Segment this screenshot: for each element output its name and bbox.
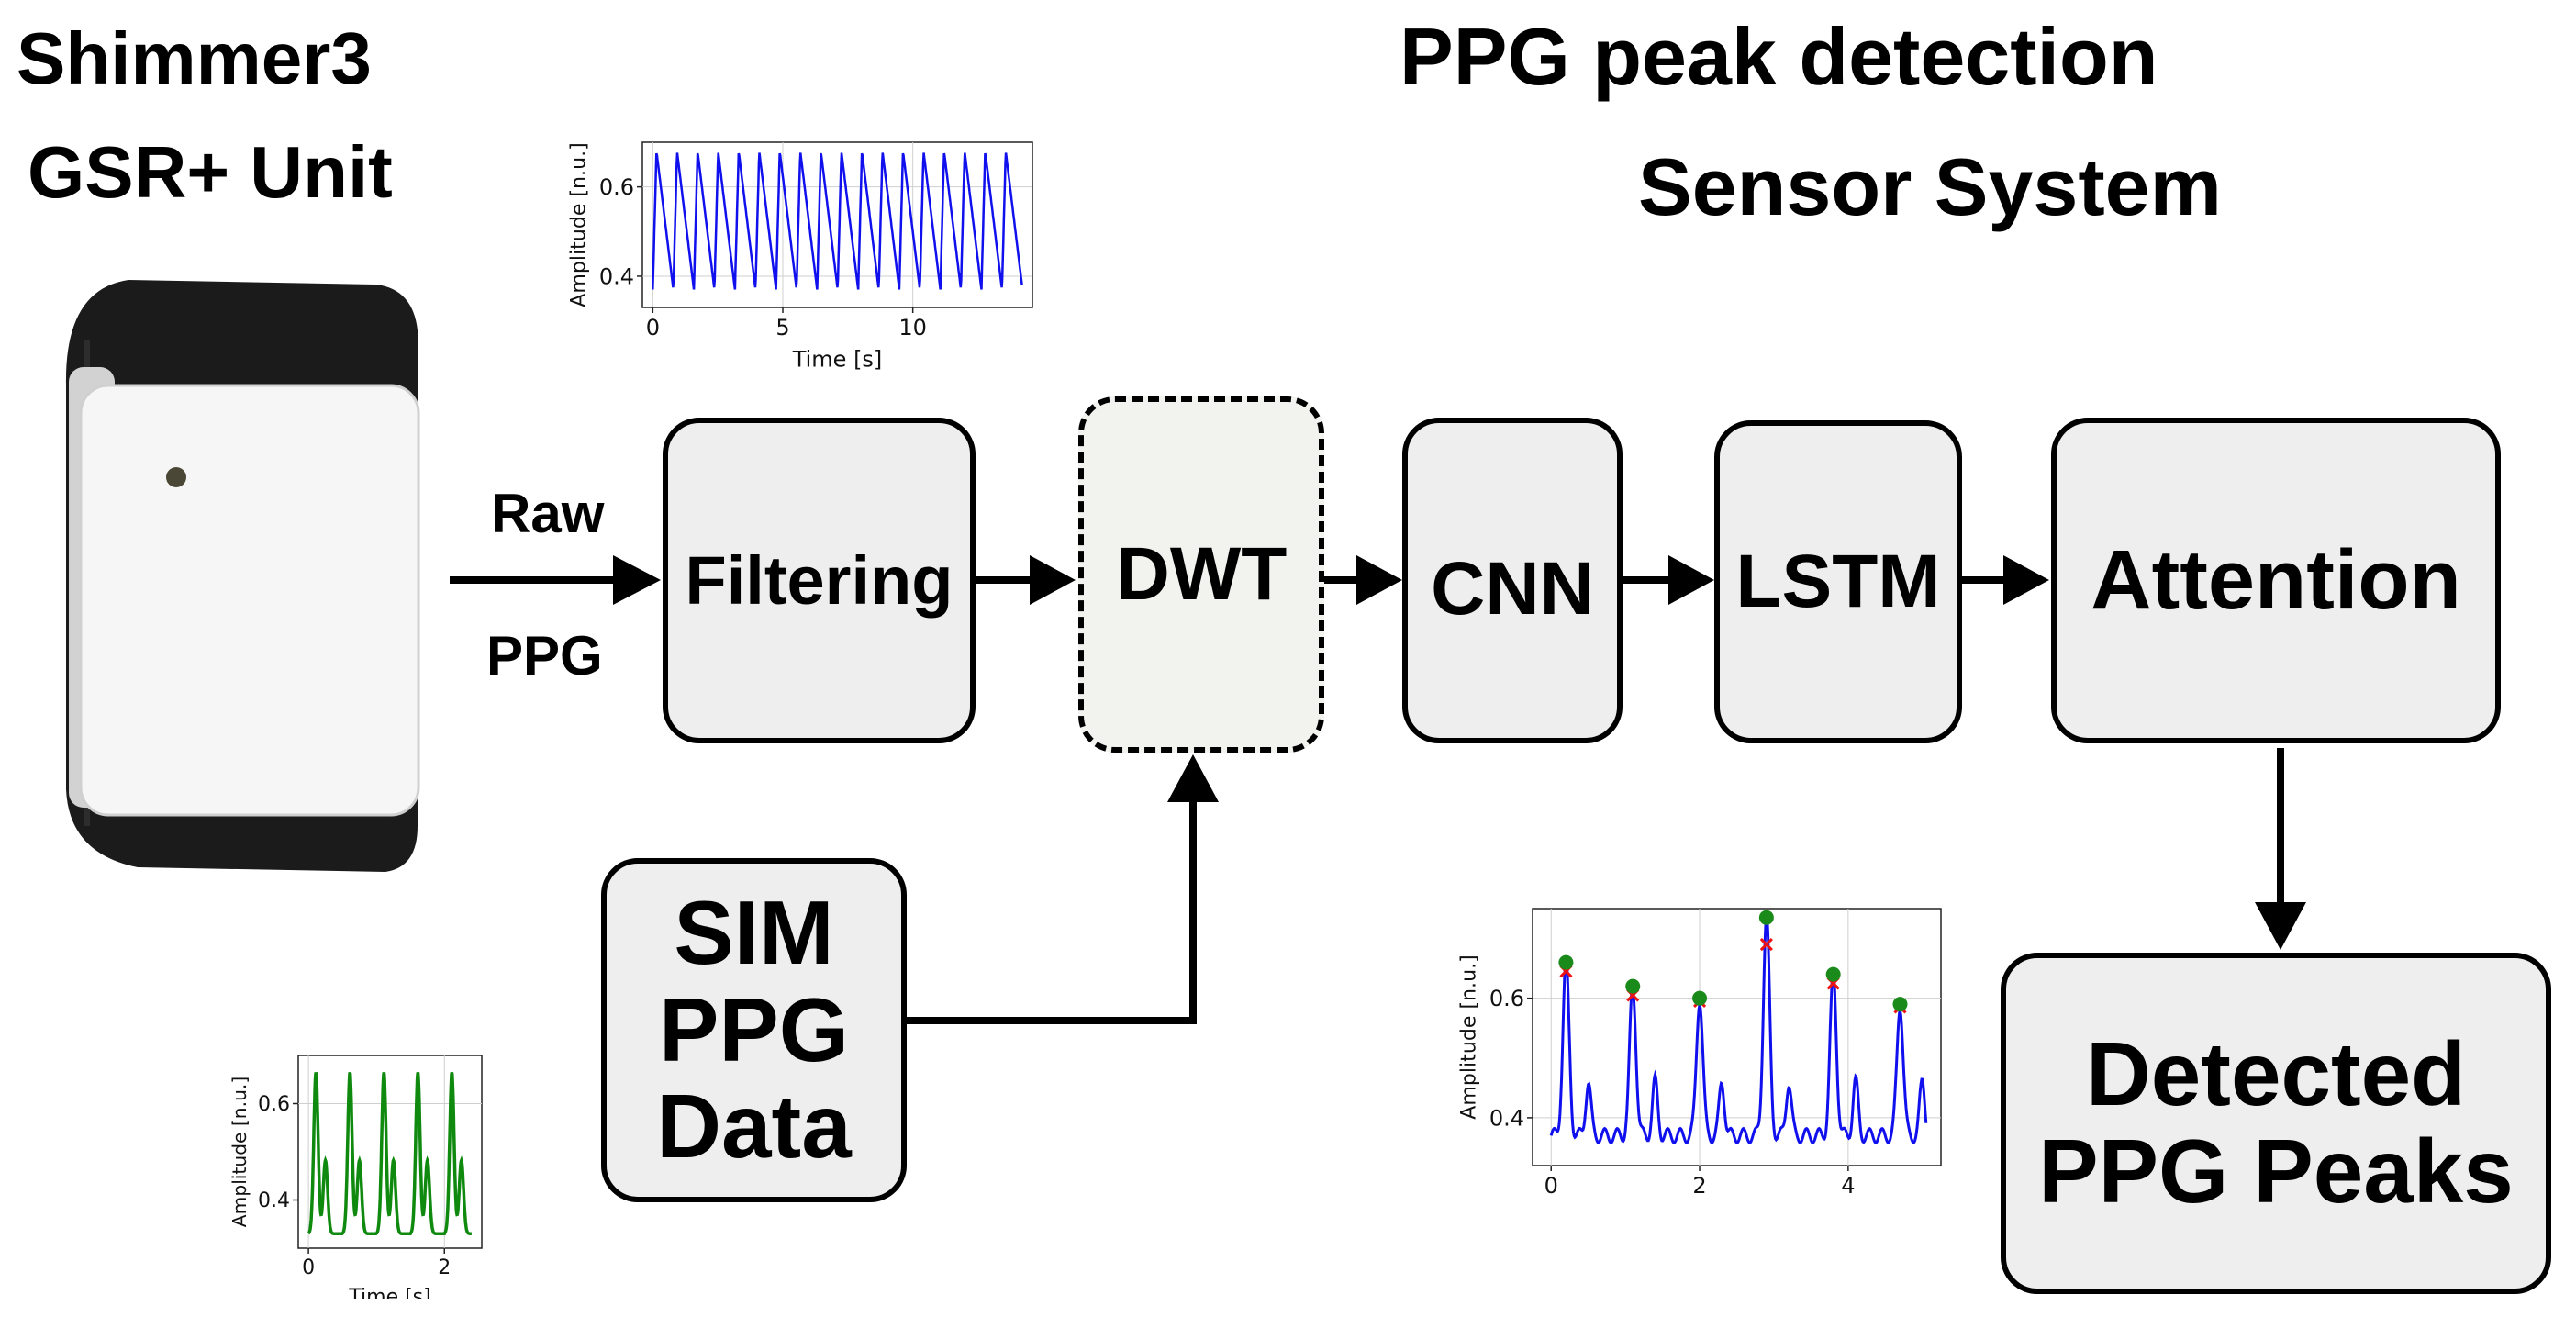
cnn-block: CNN <box>1402 418 1623 743</box>
y-tick-label: 0.4 <box>599 263 634 289</box>
y-tick-label: 0.4 <box>258 1189 290 1212</box>
device-title-line2: GSR+ Unit <box>28 131 393 213</box>
true-peak-marker <box>1892 997 1908 1012</box>
x-tick-label: 0 <box>1544 1173 1558 1199</box>
raw-ppg-label-line1: Raw <box>491 483 605 544</box>
dwt-label: DWT <box>1115 531 1288 616</box>
series-line <box>307 1072 472 1235</box>
detected-peaks-block: Detected PPG Peaks <box>2001 953 2551 1294</box>
y-axis-label: Amplitude [n.u.] <box>569 142 591 307</box>
y-axis-label: Amplitude [n.u.] <box>229 1077 251 1227</box>
lstm-label: LSTM <box>1735 539 1941 623</box>
output-label-line1: Detected <box>2086 1023 2466 1125</box>
x-axis-label: Time [s] <box>348 1286 430 1299</box>
series-line <box>1549 913 1928 1144</box>
filtering-block: Filtering <box>663 418 976 743</box>
y-tick-label: 0.6 <box>599 174 634 200</box>
y-tick-label: 0.6 <box>1489 986 1524 1011</box>
attention-label: Attention <box>2091 532 2461 627</box>
y-tick-label: 0.6 <box>258 1093 290 1116</box>
plot-frame <box>1532 908 1942 1166</box>
lstm-block: LSTM <box>1714 420 1962 743</box>
sim-label-line2: PPG <box>659 978 849 1080</box>
dwt-block: DWT <box>1078 396 1324 753</box>
arrow-sim-to-dwt <box>907 800 1197 1024</box>
x-tick-label: 2 <box>1692 1173 1706 1199</box>
x-tick-label: 2 <box>438 1256 451 1279</box>
sim-ppg-data-block: SIM PPG Data <box>601 858 907 1202</box>
system-title-line1: PPG peak detection <box>1400 11 2158 102</box>
true-peak-marker <box>1825 966 1841 982</box>
device-title-line1: Shimmer3 <box>17 17 372 99</box>
detected-peak-marker <box>1759 938 1773 952</box>
x-tick-label: 0 <box>302 1256 315 1279</box>
x-axis-label: Time [s] <box>792 346 883 372</box>
x-tick-label: 5 <box>775 315 789 340</box>
true-peak-marker <box>1558 954 1574 970</box>
true-peak-marker <box>1758 910 1774 925</box>
x-tick-label: 10 <box>898 315 927 340</box>
output-label-line2: PPG Peaks <box>2038 1121 2514 1222</box>
system-title-line2: Sensor System <box>1638 141 2222 232</box>
series-line <box>652 152 1023 290</box>
x-tick-label: 0 <box>646 315 660 340</box>
x-tick-label: 4 <box>1841 1173 1855 1199</box>
detected-peaks-plot: 0 2 4 0.4 0.6 Amplitude [n.u.] <box>1458 908 1942 1199</box>
raw-ppg-label-line2: PPG <box>486 625 603 686</box>
cnn-label: CNN <box>1431 547 1594 631</box>
attention-block: Attention <box>2051 418 2501 743</box>
y-tick-label: 0.4 <box>1489 1105 1524 1131</box>
filtering-label: Filtering <box>685 541 953 619</box>
true-peak-marker <box>1692 990 1708 1006</box>
sim-label-line1: SIM <box>674 881 834 983</box>
shimmer-device-image <box>65 280 420 872</box>
true-peak-marker <box>1625 978 1641 994</box>
y-axis-label: Amplitude [n.u.] <box>1458 954 1481 1119</box>
sim-label-line3: Data <box>656 1076 852 1177</box>
